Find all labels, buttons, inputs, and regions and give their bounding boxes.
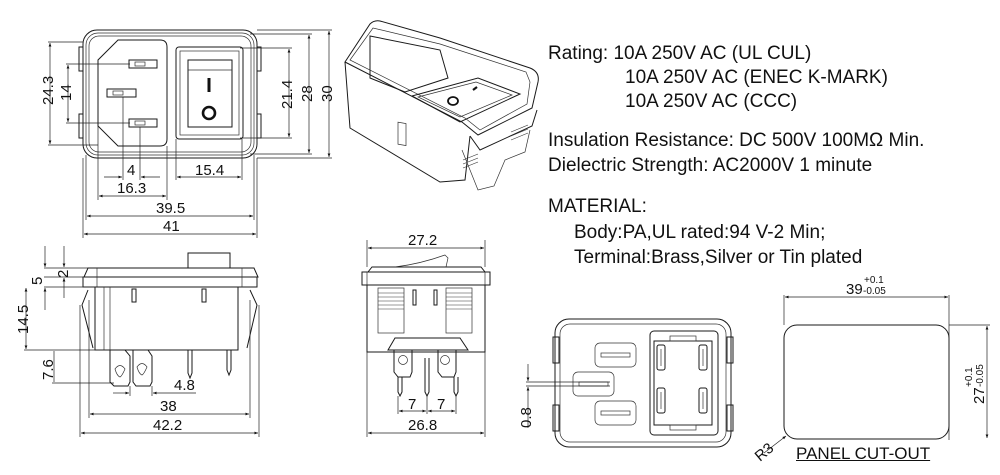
dim-16-3: 16.3 [117,180,146,197]
panel-cutout-label: PANEL CUT-OUT [796,444,931,463]
rating-label: Rating: [548,43,609,64]
isometric-view [344,20,539,191]
dim-26-8: 26.8 [408,417,437,434]
side-flange-top [83,267,259,278]
dim-38: 38 [160,398,177,415]
dim-7b: 7 [437,396,445,413]
dim-24-3: 24.3 [40,76,57,105]
front-frame-inner-edge [85,32,255,156]
switch-bezel-inner [179,50,240,136]
side-clip-right [246,289,258,349]
rear-terminal-tl [656,344,666,371]
end-rocker-profile[interactable] [394,254,449,268]
rear-pocket-middle [572,371,615,397]
cutout-height-tol-plus: +0.1 [964,367,975,387]
iso-inlet-cavity [369,35,449,93]
dim-5: 5 [29,277,46,285]
inlet-pin-middle [106,88,137,98]
iso-off-symbol-icon [447,96,459,106]
front-clip-right-bottom [256,113,262,139]
rating-ul-cul: 10A 250V AC (UL CUL) [613,43,812,64]
end-terminal-left [393,349,413,398]
dim-42-2: 42.2 [153,417,182,434]
iso-on-symbol-icon [472,86,478,91]
dim-21-4: 21.4 [279,80,296,109]
panel-cutout: 39 +0.1 -0.05 27 +0.1 -0.05 R3 [752,275,990,465]
front-view: 24.3 14 21.4 28 30 4 16.3 15.4 39.5 41 [40,29,336,238]
side-pin-2 [226,350,232,377]
rear-terminal-br [698,387,708,414]
dim-15-4: 15.4 [195,162,224,179]
rear-pocket-top [594,342,637,368]
dim-30: 30 [319,85,336,102]
iso-rocker-switch[interactable] [410,77,522,123]
rear-outer-frame [554,318,732,448]
side-rocker-top [187,252,231,269]
rear-switch-housing [649,330,719,436]
material-title: MATERIAL: [548,196,647,217]
end-center-pin [424,358,430,398]
dim-39-5: 39.5 [156,200,185,217]
cutout-width-tol-minus: -0.05 [863,286,886,297]
side-clip-left [81,289,94,349]
cutout-height-nominal: 27 [971,387,988,404]
side-body [94,286,239,351]
side-view: 5 2 14.5 7.6 4.8 38 42.2 [15,246,260,437]
side-terminal-left [109,349,131,387]
side-flange [82,276,258,288]
rating-enec: 10A 250V AC (ENEC K-MARK) [625,67,888,88]
iec-inlet-outline [97,39,168,147]
dim-7-6: 7.6 [40,359,57,380]
radius-leader [763,435,787,454]
rear-pocket-bottom [594,400,637,426]
front-frame-bevel [88,35,252,153]
insulation-resistance: Insulation Resistance: DC 500V 100MΩ Min… [548,130,925,151]
side-terminal-right [132,349,153,387]
dim-14-5: 14.5 [15,305,32,334]
material-body: Body:PA,UL rated:94 V-2 Min; [574,222,826,243]
cutout-height-tol-minus: -0.05 [975,364,986,387]
rear-terminal-bl [656,387,666,414]
dim-4-8: 4.8 [174,377,195,394]
front-clip-left-top [78,46,84,72]
material-terminal: Terminal:Brass,Silver or Tin plated [574,247,863,268]
rear-view: 0.8 [518,318,734,448]
rear-terminal-tr [698,344,708,371]
inlet-pin-bottom [128,118,158,128]
end-flange [361,271,491,286]
end-terminal-right [437,349,459,398]
end-view: 27.2 7 7 26.8 [361,232,491,437]
cutout-outline [783,324,950,440]
inlet-pin-top [128,59,158,69]
dim-41: 41 [163,218,180,235]
cutout-radius: R3 [752,440,778,465]
dim-27-2: 27.2 [408,232,437,249]
off-symbol-icon [201,105,217,121]
dim-28: 28 [299,85,316,102]
dim-14: 14 [58,84,75,101]
cutout-width-nominal: 39 [846,281,863,298]
dielectric-strength: Dielectric Strength: AC2000V 1 minute [548,155,873,176]
switch-bezel [175,46,244,140]
iso-body-sides [344,61,471,183]
side-pin-1 [187,350,193,380]
cutout-width-tol-plus: +0.1 [864,275,884,286]
end-body [366,284,486,353]
dim-2: 2 [55,270,72,278]
rating-line-1: Rating: 10A 250V AC (UL CUL) [548,42,811,66]
front-outer-frame [82,29,258,159]
front-clip-left-bottom [78,113,84,139]
iso-top-frame [344,20,539,136]
rating-ccc: 10A 250V AC (CCC) [625,91,798,112]
front-clip-right-top [256,46,262,72]
rocker-button[interactable] [187,59,233,128]
dim-0-8: 0.8 [518,407,535,428]
dim-4: 4 [127,162,135,179]
dim-7a: 7 [408,396,416,413]
